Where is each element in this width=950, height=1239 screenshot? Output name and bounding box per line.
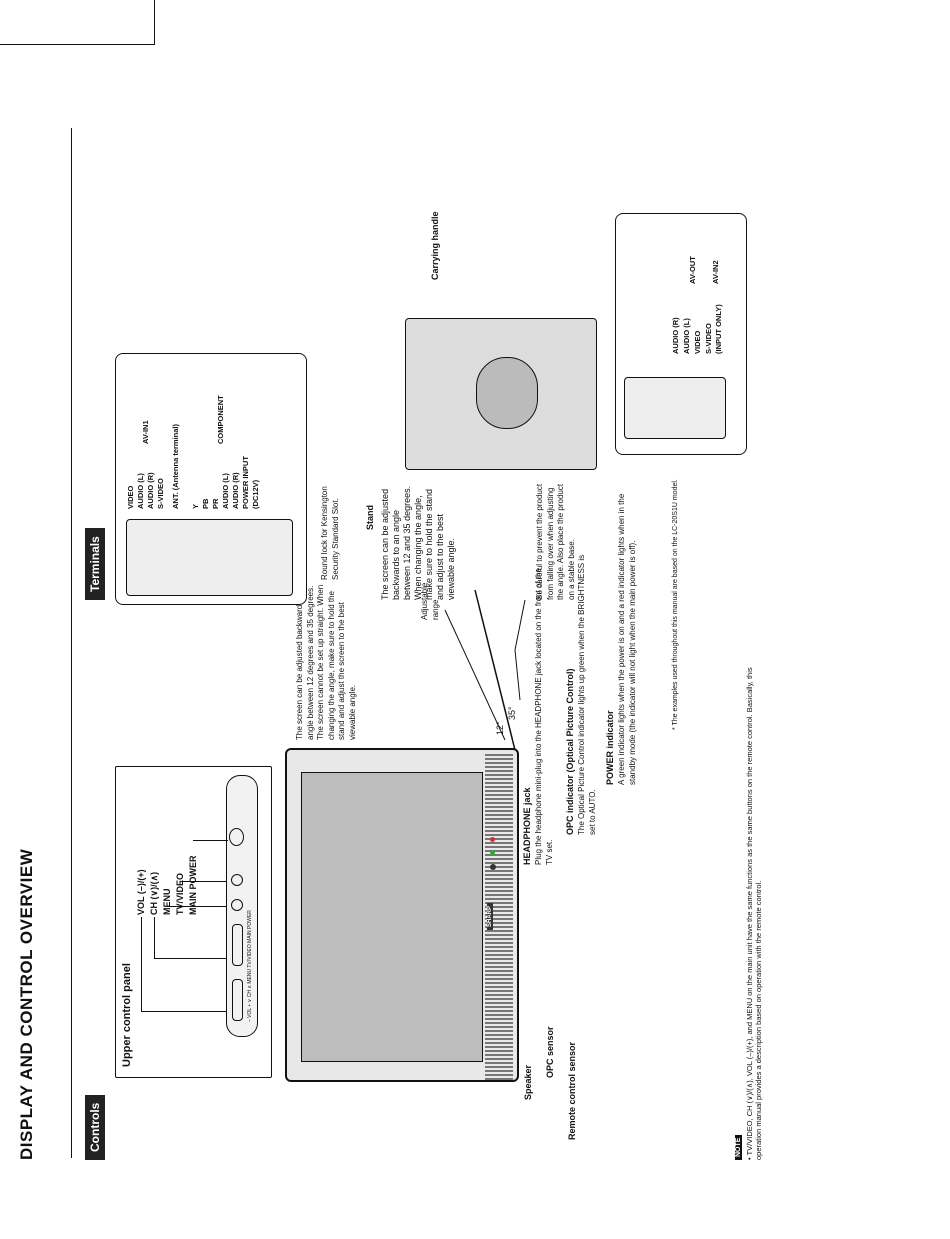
stand-label: Stand	[365, 504, 375, 530]
note-text: • TV/VIDEO, CH (∨)/(∧), VOL (–)/(+), and…	[745, 667, 763, 1160]
note-tag: NOTE	[735, 1134, 742, 1160]
side-label-video: VIDEO	[693, 330, 702, 354]
tv-rear-illustration	[405, 318, 597, 470]
tv-screen	[301, 772, 483, 1062]
tilt-angle-diagram	[444, 589, 526, 751]
rotated-manual-sheet: DISPLAY AND CONTROL OVERVIEW Controls Up…	[17, 80, 775, 1160]
stand-text: The screen can be adjusted backwards to …	[380, 485, 456, 600]
opc-indicator	[490, 850, 495, 855]
leader-tvvideo-v	[180, 881, 226, 882]
page-margin-rule	[71, 128, 72, 1158]
headphone-jack	[490, 864, 496, 870]
rear-label-audio-l2: AUDIO (L)	[221, 473, 230, 509]
rear-label-audio-l: AUDIO (L)	[136, 473, 145, 509]
speaker-label: Speaker	[523, 1064, 533, 1100]
rear-label-ant: ANT. (Antenna terminal)	[171, 423, 180, 509]
carrying-handle-shape	[476, 357, 538, 429]
carrying-handle-label: Carrying handle	[430, 211, 440, 280]
side-label-audio-r: AUDIO (R)	[671, 317, 680, 354]
tilt-note: The screen can be adjusted backwards to …	[295, 580, 357, 740]
tv-front-illustration: SHARP	[285, 748, 519, 1082]
upper-control-panel-box: Upper control panel – VOL + ∨ CH ∧ MENU …	[115, 766, 272, 1078]
rear-label-pr: PR	[211, 498, 220, 509]
tvvideo-button[interactable]	[231, 874, 243, 886]
side-label-input-only: (INPUT ONLY)	[714, 304, 723, 354]
footnote: * The examples used throughout this manu…	[672, 479, 679, 730]
leader-menu-v	[167, 906, 226, 907]
main-power-button[interactable]	[229, 828, 244, 846]
terminals-tab: Terminals	[85, 528, 105, 600]
rear-label-dc: (DC12V)	[251, 479, 260, 509]
rear-label-svideo: S-VIDEO	[156, 478, 165, 509]
rear-label-pb: PB	[201, 498, 210, 509]
rear-label-audio-r: AUDIO (R)	[146, 472, 155, 509]
page-title: DISPLAY AND CONTROL OVERVIEW	[17, 848, 36, 1160]
rear-label-audio-r2: AUDIO (R)	[231, 472, 240, 509]
headphone-title: HEADPHONE jack	[522, 787, 532, 865]
side-label-audio-l: AUDIO (L)	[682, 318, 691, 354]
rear-label-video: VIDEO	[126, 485, 135, 509]
angle-35: 35°	[507, 706, 517, 720]
side-terminal-panel	[624, 377, 726, 439]
leader-power-v	[193, 840, 228, 841]
page-corner-box	[0, 0, 155, 45]
power-indicator-title: POWER indicator	[605, 710, 615, 785]
menu-button[interactable]	[231, 899, 243, 911]
brand-logo: SHARP	[487, 902, 493, 930]
av-in1-label: AV-IN1	[141, 420, 150, 444]
power-indicator	[490, 837, 495, 842]
power-indicator-text: A green indicator lights when the power …	[617, 493, 637, 785]
rear-label-y: Y	[191, 503, 200, 509]
opc-sensor-label: OPC sensor	[545, 1026, 555, 1078]
caution-text: Be careful to prevent the product from f…	[535, 483, 576, 600]
label-tvvideo: TV/VIDEO	[175, 872, 185, 915]
leader-ch-v	[154, 958, 227, 959]
av-out-label: AV-OUT	[688, 256, 697, 284]
panel-marks: – VOL + ∨ CH ∧ MENU TV/VIDEO MAIN POWER	[247, 910, 253, 1022]
stand-base	[514, 599, 526, 701]
label-menu: MENU	[162, 888, 172, 916]
ch-button[interactable]	[232, 924, 243, 966]
side-label-svideo: S-VIDEO	[704, 323, 713, 354]
screen-edge	[474, 589, 516, 751]
av-in2-label: AV-IN2	[711, 260, 720, 284]
angle-12: 12°	[495, 721, 505, 735]
rear-label-power: POWER INPUT	[241, 456, 250, 509]
leader-ch	[154, 917, 155, 959]
leader-vol	[141, 917, 142, 1012]
rear-terminal-panel	[126, 519, 293, 596]
upper-panel-strip: – VOL + ∨ CH ∧ MENU TV/VIDEO MAIN POWER	[226, 775, 258, 1037]
headphone-text: Plug the headphone mini-plug into the HE…	[534, 567, 554, 865]
side-terminal-box: AUDIO (R) AUDIO (L) VIDEO S-VIDEO (INPUT…	[615, 213, 747, 455]
rear-terminal-box: VIDEO AUDIO (L) AUDIO (R) S-VIDEO ANT. (…	[115, 353, 307, 605]
opc-indicator-text: The Optical Picture Control indicator li…	[577, 554, 597, 835]
vol-button[interactable]	[232, 979, 243, 1021]
leader-vol-v	[141, 1011, 227, 1012]
component-label: COMPONENT	[216, 395, 225, 444]
controls-tab: Controls	[85, 1094, 105, 1160]
remote-sensor-label: Remote control sensor	[567, 1041, 577, 1140]
round-lock-label: Round lock for Kensington Security Stand…	[320, 486, 340, 580]
opc-indicator-title: OPC indicator (Optical Picture Control)	[565, 668, 575, 835]
label-vol: VOL (–)/(+)	[136, 869, 146, 915]
angle-line	[444, 609, 506, 741]
label-ch: CH (∨)/(∧)	[149, 871, 159, 915]
upper-panel-title: Upper control panel	[121, 963, 133, 1067]
